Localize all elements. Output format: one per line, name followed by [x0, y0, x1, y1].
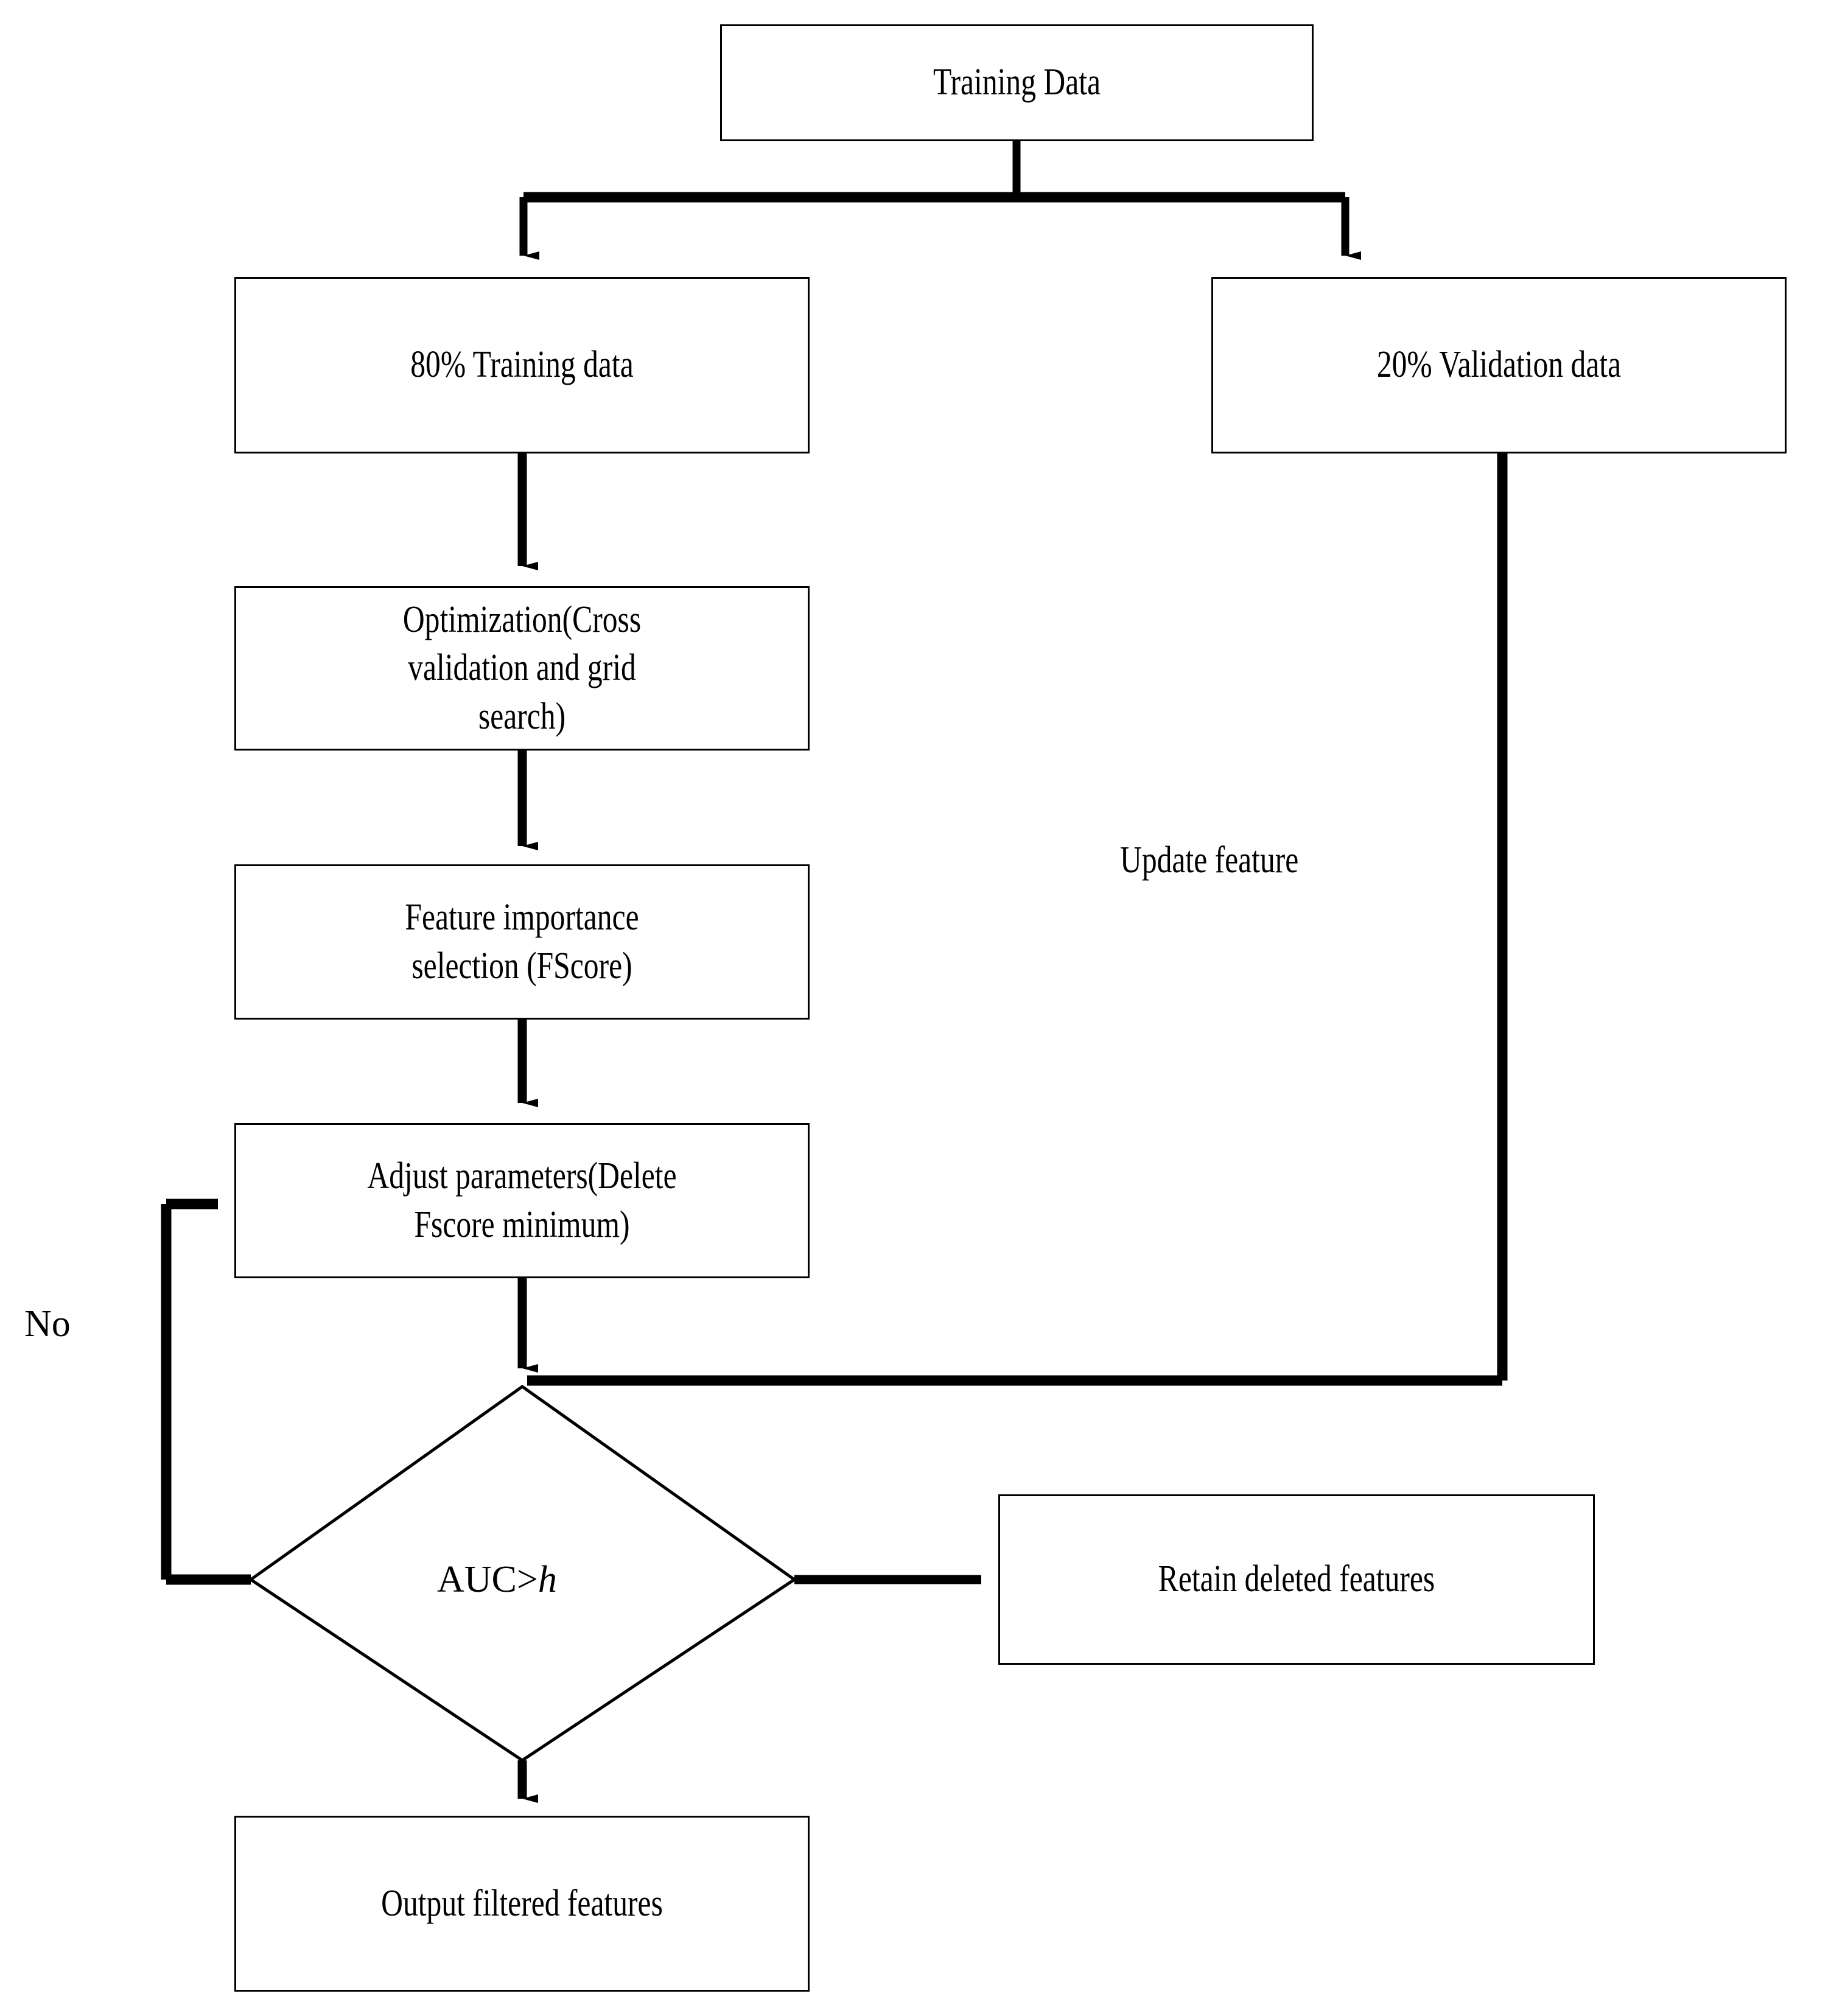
node-optimization-label: Optimization(Cross validation and grid s… — [402, 598, 642, 737]
node-output-filtered-label: Output filtered features — [381, 1882, 663, 1924]
node-retain-deleted-label: Retain deleted features — [1158, 1558, 1435, 1600]
node-train-split[interactable]: 80% Training data — [234, 277, 810, 453]
node-output-filtered[interactable]: Output filtered features — [234, 1816, 810, 1992]
node-train-split-label: 80% Training data — [410, 344, 634, 386]
node-adjust-parameters[interactable]: Adjust parameters(Delete Fscore minimum) — [234, 1123, 810, 1278]
node-decision-label: AUC>h — [437, 1558, 557, 1601]
node-optimization[interactable]: Optimization(Cross validation and grid s… — [234, 586, 810, 751]
edge-label-no: No — [24, 1303, 71, 1345]
node-training-data[interactable]: Training Data — [720, 24, 1314, 141]
decision-label-prefix: AUC> — [437, 1559, 538, 1600]
node-validation-split-label: 20% Validation data — [1376, 344, 1622, 386]
decision-label-italic: h — [537, 1559, 557, 1600]
node-retain-deleted[interactable]: Retain deleted features — [998, 1494, 1595, 1665]
node-validation-split[interactable]: 20% Validation data — [1211, 277, 1787, 453]
node-feature-importance-label: Feature importance selection (FScore) — [405, 897, 639, 987]
edge-label-update-feature: Update feature — [1120, 839, 1299, 881]
node-adjust-parameters-label: Adjust parameters(Delete Fscore minimum) — [367, 1155, 677, 1245]
node-feature-importance[interactable]: Feature importance selection (FScore) — [234, 864, 810, 1020]
node-training-data-label: Training Data — [933, 61, 1101, 103]
edge-training-to-split — [519, 141, 1361, 260]
